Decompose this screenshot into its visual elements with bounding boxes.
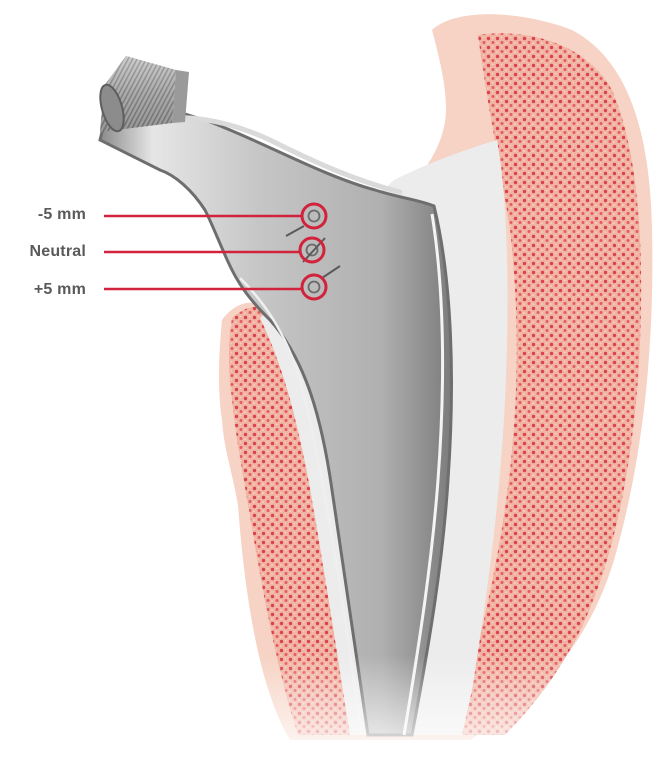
callout-label-neutral: Neutral [0, 242, 86, 262]
callout-label-plus-5: +5 mm [0, 280, 86, 300]
callout-label-minus-5: -5 mm [0, 205, 86, 225]
bottom-fade [200, 655, 657, 773]
trunnion [96, 56, 189, 134]
